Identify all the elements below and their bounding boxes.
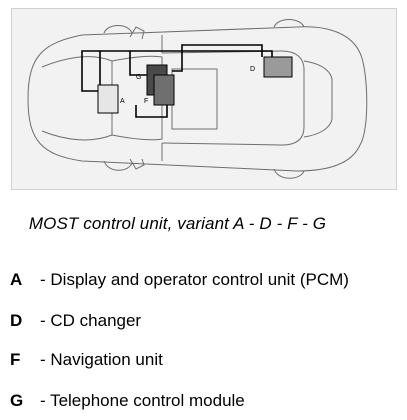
legend-text: - Telephone control module [40, 391, 245, 410]
unit-f-box [153, 74, 175, 106]
car-body-outline [27, 26, 368, 172]
legend-key: A [10, 270, 23, 289]
legend-row-g: G - Telephone control module [0, 389, 407, 413]
mirror-bottom [129, 158, 145, 170]
unit-d-box [263, 56, 293, 78]
roof-outline [161, 50, 305, 146]
marker-f: F [144, 98, 148, 105]
car-top-view-illustration: A G F D [27, 19, 368, 179]
rear-wheel-bottom [273, 168, 305, 179]
marker-g: G [136, 74, 141, 81]
sunroof-outline [171, 68, 218, 130]
legend-row-a: A - Display and operator control unit (P… [0, 268, 407, 292]
mirror-top [129, 26, 145, 40]
windshield-outline [111, 55, 163, 141]
legend-text: - CD changer [40, 311, 142, 330]
unit-a-box [97, 84, 119, 114]
legend-text: - Display and operator control unit (PCM… [40, 270, 349, 289]
legend-key: G [10, 391, 24, 410]
vehicle-diagram: A G F D [11, 8, 397, 190]
legend-text: - Navigation unit [40, 350, 163, 369]
legend-key: F [10, 350, 21, 369]
marker-a: A [120, 98, 125, 105]
legend-key: D [10, 311, 23, 330]
hood-line-bottom [41, 130, 113, 141]
legend-row-d: D - CD changer [0, 309, 407, 333]
front-wheel-bottom [103, 160, 133, 171]
rear-wheel-top [273, 19, 305, 28]
legend-row-f: F - Navigation unit [0, 348, 407, 372]
front-wheel-top [103, 25, 133, 34]
rear-window-outline [303, 60, 333, 138]
diagram-caption: MOST control unit, variant A - D - F - G [28, 214, 327, 233]
hood-line-top [41, 56, 113, 68]
marker-d: D [250, 66, 255, 73]
